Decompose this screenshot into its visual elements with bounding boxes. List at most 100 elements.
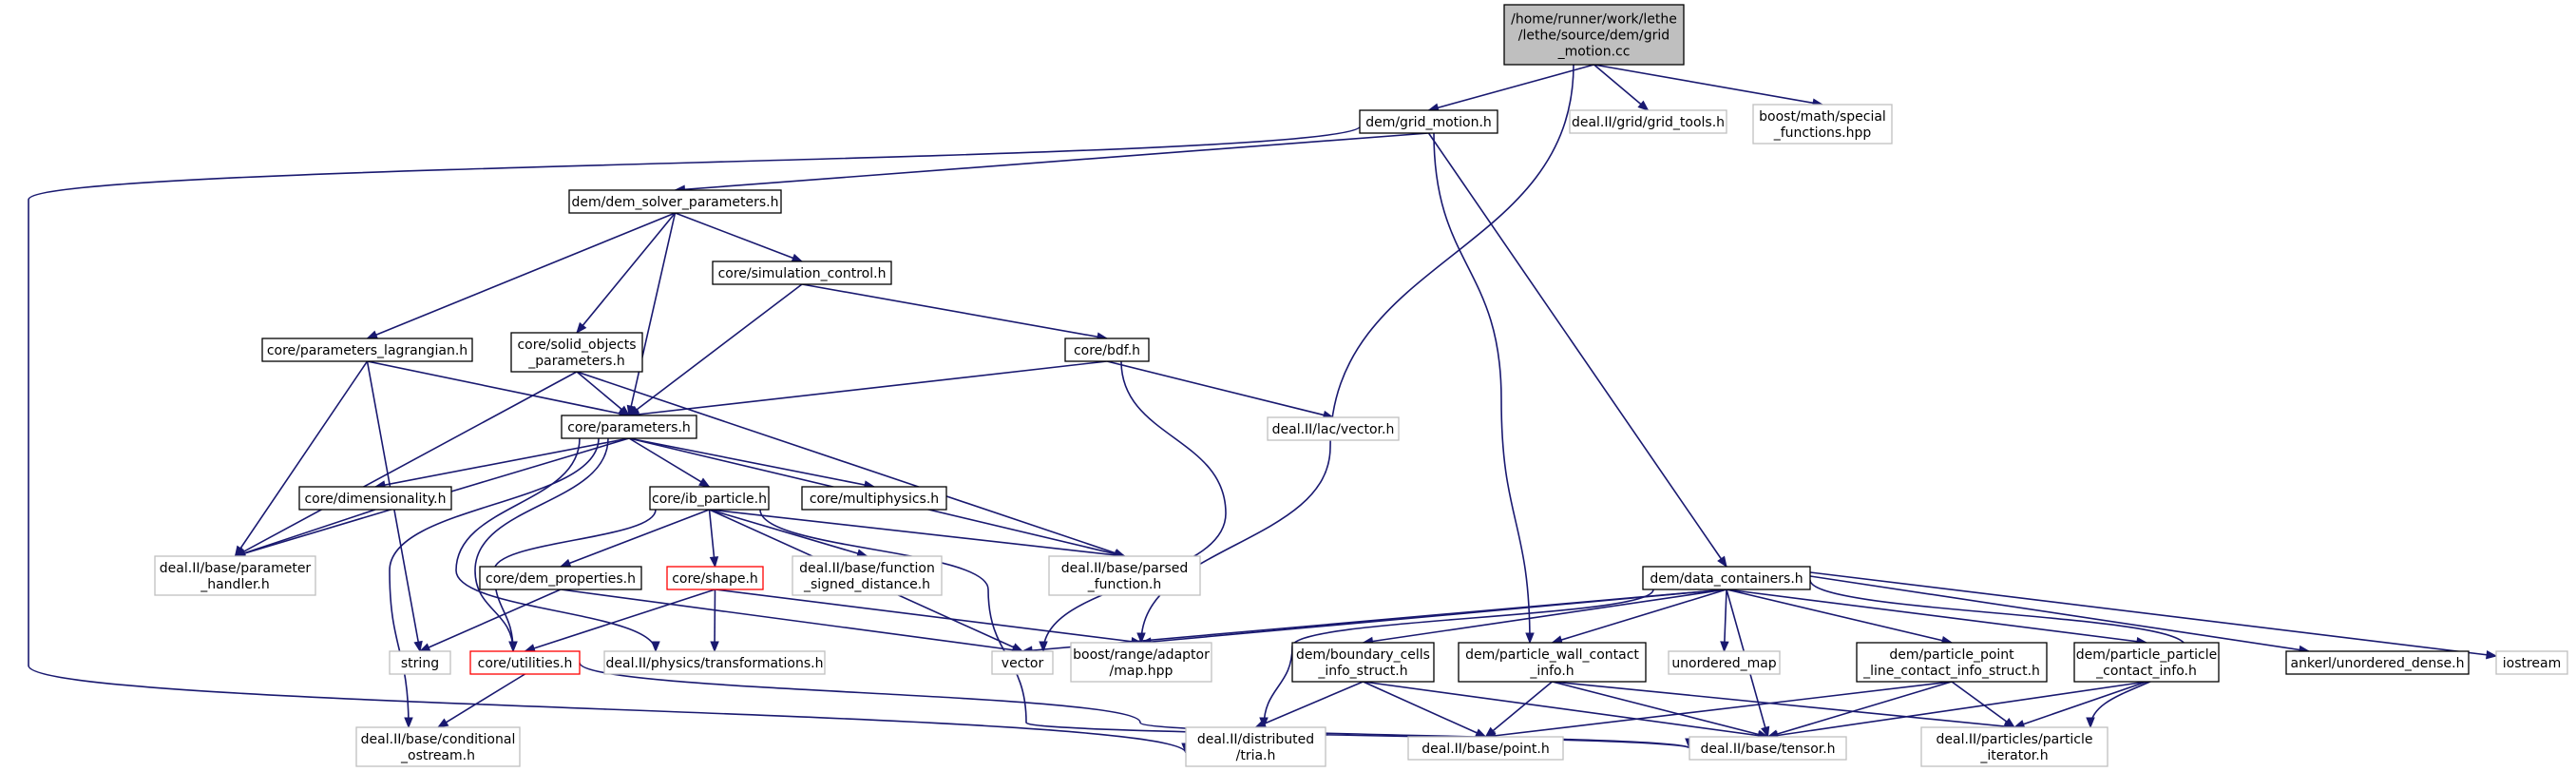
file-node-particle-point-line-contact-info-struct-h[interactable]: dem/particle_point_line_contact_info_str… [1856,642,2048,683]
file-node-particle-particle-contact-info-h[interactable]: dem/particle_particle_contact_info.h [2073,642,2220,683]
edge-line [1593,64,1650,111]
node-box [1407,736,1564,761]
node-label: dem/particle_point [1889,647,2014,663]
file-node-tensor-h: deal.II/base/tensor.h [1689,736,1847,761]
edge-arrowhead [698,477,711,488]
edge-arrowhead [508,641,518,653]
edge-line [367,212,676,339]
node-label: _motion.cc [1557,44,1631,59]
file-node-boundary-cells-info-struct-h[interactable]: dem/boundary_cells_info_struct.h [1291,642,1435,683]
node-box [801,486,947,511]
node-label: dem/grid_motion.h [1365,115,1492,130]
edge-line [1042,360,1227,652]
edge-line [560,509,710,568]
node-label: _function.h [1087,577,1162,592]
file-node-utilities-h[interactable]: core/utilities.h [469,650,581,675]
dependency-edge [1039,360,1227,653]
file-node-parameter-handler-h: deal.II/base/parameter_handler.h [154,555,316,596]
node-label: deal.II/grid/grid_tools.h [1572,115,1725,130]
dependency-edge [2013,681,2147,729]
node-label: _parameters.h [527,354,625,369]
edge-line [675,212,803,262]
node-label: /tria.h [1236,748,1276,763]
node-label: core/utilities.h [478,656,573,671]
node-box [479,566,642,590]
edge-line [1767,681,2147,738]
edge-line [1106,360,1334,418]
file-node-dem-solver-parameters-h[interactable]: dem/dem_solver_parameters.h [568,189,782,214]
node-box [1458,642,1647,683]
dependency-edge [1726,589,1954,646]
node-box [1291,642,1435,683]
file-node-root[interactable]: /home/runner/work/lethe/lethe/source/dem… [1503,4,1685,66]
file-node-shape-h[interactable]: core/shape.h [666,566,764,590]
edge-arrowhead [2086,717,2095,729]
node-box [1920,726,2109,767]
dependency-edge [1720,589,1729,653]
node-label: core/solid_objects [517,338,636,353]
file-node-transformations-h: deal.II/physics/transformations.h [603,650,826,675]
file-node-parameters-lagrangian-h[interactable]: core/parameters_lagrangian.h [261,338,473,362]
node-box [510,332,643,373]
node-box [1569,109,1727,134]
file-node-conditional-ostream-h: deal.II/base/conditional_ostream.h [355,726,521,767]
edge-arrowhead [1761,725,1770,739]
file-node-bdf-h[interactable]: core/bdf.h [1064,338,1150,362]
file-node-ib-particle-h[interactable]: core/ib_particle.h [649,486,770,511]
file-node-particle-wall-contact-info-h[interactable]: dem/particle_wall_contact_info.h [1458,642,1647,683]
edge-line [1726,589,1953,644]
edge-line [759,509,1690,749]
node-label: _signed_distance.h [803,577,930,592]
dependency-edge [759,509,1694,750]
node-box [649,486,770,511]
edge-line [1433,132,1531,644]
file-node-data-containers-h[interactable]: dem/data_containers.h [1642,566,1811,590]
edge-line [1140,589,1727,644]
file-node-dem-properties-h[interactable]: core/dem_properties.h [479,566,642,590]
node-label: /home/runner/work/lethe [1511,11,1677,27]
node-label: dem/data_containers.h [1650,571,1803,587]
dependency-edge [708,509,719,569]
dependency-edge [1809,579,2186,729]
node-label: core/dem_properties.h [486,571,636,587]
file-node-iostream: iostream [2495,650,2568,675]
file-node-dimensionality-h[interactable]: core/dimensionality.h [298,486,452,511]
dependency-edge [1552,681,2016,731]
edge-arrowhead [1136,632,1146,645]
node-label: _handler.h [200,577,270,592]
node-label: core/dimensionality.h [304,492,446,507]
dependency-edge [1139,589,1727,647]
dependency-edge [801,283,1109,341]
file-node-parameters-h[interactable]: core/parameters.h [561,415,697,439]
file-node-multiphysics-h[interactable]: core/multiphysics.h [801,486,947,511]
node-label: dem/boundary_cells [1296,647,1430,663]
dependency-edge [234,509,376,558]
node-box [355,726,521,767]
file-node-simulation-control-h[interactable]: core/simulation_control.h [712,261,892,285]
node-box [712,261,892,285]
dependency-edge [674,132,1429,194]
node-label: vector [1002,656,1044,671]
edge-line [1363,589,1727,644]
node-label: _ostream.h [400,748,475,763]
edge-line [1140,64,1574,644]
edge-arrowhead [1039,641,1048,653]
edge-line [419,589,562,652]
node-box [1503,4,1685,66]
file-node-vector: vector [991,650,1054,675]
file-node-solid-objects-parameters-h[interactable]: core/solid_objects_parameters.h [510,332,643,373]
edge-line [1255,681,1364,728]
dependency-edge [627,360,1108,419]
node-label: string [401,656,439,671]
dependency-edge [1951,681,2016,728]
edge-line [1485,681,1953,738]
node-box [991,650,1054,675]
dependency-edge [1552,681,1769,739]
node-label: unordered_map [1671,656,1776,671]
edge-line [1363,681,1768,738]
node-box [2073,642,2220,683]
edge-line [455,437,657,652]
file-node-unordered-dense-h[interactable]: ankerl/unordered_dense.h [2285,650,2470,675]
file-node-grid-motion-h[interactable]: dem/grid_motion.h [1359,109,1498,134]
